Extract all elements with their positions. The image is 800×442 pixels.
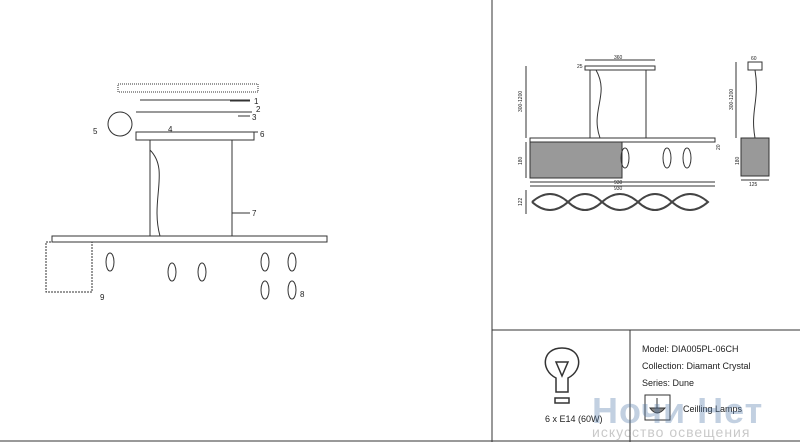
watermark-tagline: искусство освещения	[592, 424, 751, 440]
callout-6: 6	[260, 130, 265, 139]
watermark-brand: Ночи Нет	[592, 390, 764, 431]
dim-canopy-width: 360	[614, 55, 623, 61]
callout-5: 5	[93, 127, 98, 136]
ceiling-lamp-icon	[644, 394, 671, 421]
callout-4: 4	[168, 125, 173, 134]
category-text: Ceilling Lamps	[683, 404, 743, 414]
dim-side-width: 125	[749, 182, 758, 188]
bulbs	[105, 252, 297, 300]
dim-length-top: 930	[614, 180, 623, 186]
dim-length-front: 930	[614, 186, 623, 192]
dim-depth-top: 122	[518, 197, 524, 206]
dim-suspension-side: 300-1200	[729, 89, 735, 110]
dim-suspension: 300-1200	[518, 91, 524, 112]
callout-8: 8	[300, 290, 305, 299]
callout-7: 7	[252, 209, 257, 218]
dim-canopy-height: 25	[577, 64, 583, 70]
series-text: Series: Dune	[642, 378, 695, 388]
dim-height: 180	[518, 156, 524, 165]
side-view	[735, 61, 770, 181]
exploded-view	[45, 83, 328, 300]
bulb-icon	[544, 347, 580, 404]
front-view	[525, 59, 716, 183]
callout-9: 9	[100, 293, 105, 302]
dim-canopy-depth: 60	[751, 56, 757, 62]
collection-text: Collection: Diamant Crystal	[642, 361, 751, 371]
callout-1: 1	[254, 97, 259, 106]
lamp-spec-label: 6 x E14 (60W)	[545, 414, 603, 424]
callout-2: 2	[256, 105, 261, 114]
dim-bar-height: 20	[716, 144, 722, 150]
callout-3: 3	[252, 113, 257, 122]
top-view	[525, 185, 715, 214]
model-text: Model: DIA005PL-06CH	[642, 344, 739, 354]
dim-height-side: 180	[735, 156, 741, 165]
